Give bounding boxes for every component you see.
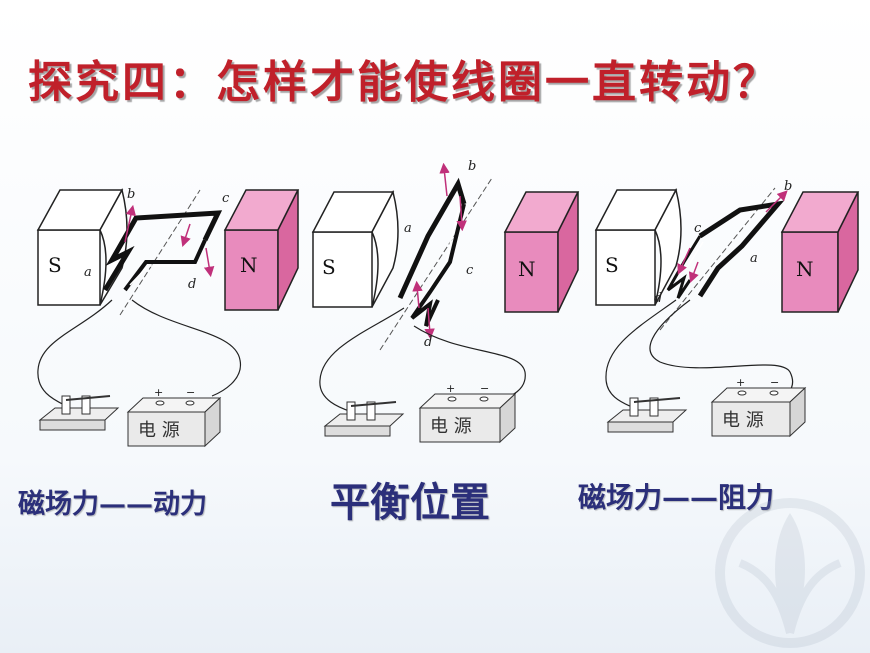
coil-label-d-3: d: [654, 291, 662, 306]
power-supply-2: + − 电 源: [418, 382, 517, 444]
plus-label-2: +: [446, 382, 455, 395]
pole-s-label-3: S: [605, 253, 619, 277]
pole-n-label-3: N: [796, 257, 814, 281]
coil-label-c-3: c: [694, 221, 702, 236]
pole-n-label-2: N: [518, 257, 536, 281]
switch-3: [606, 397, 688, 433]
switch-1: [38, 395, 120, 431]
caption-equilibrium: 平衡位置: [330, 479, 490, 526]
power-label-3: 电 源: [722, 410, 764, 431]
power-supply-1: + − 电 源: [126, 386, 222, 448]
caption-driving-force: 磁场力——动力: [18, 489, 207, 520]
pole-s-label-2: S: [322, 255, 336, 279]
switch-2: [323, 401, 405, 437]
coil-label-b-1: b: [127, 187, 135, 202]
coil-label-d-1: d: [188, 277, 196, 292]
panel-resisting-force: S N a b c d: [594, 179, 860, 438]
coil-label-b-3: b: [784, 179, 792, 194]
panel-driving-force: S N a b c d: [36, 187, 300, 448]
watermark-emblem-icon: [715, 498, 865, 648]
coil-label-a-1: a: [84, 265, 92, 280]
magnet-s-1: S: [36, 187, 128, 306]
coil-1: [102, 210, 223, 292]
magnet-n-2: N: [503, 191, 580, 313]
coil-label-d-2: d: [424, 335, 432, 350]
power-label-1: 电 源: [138, 420, 180, 441]
minus-label-3: −: [770, 376, 779, 389]
minus-label-1: −: [186, 386, 195, 399]
panel-equilibrium: S N a b c d: [311, 159, 580, 444]
slide-title: 探究四：怎样才能使线圈一直转动？: [28, 57, 780, 108]
magnet-n-3: N: [780, 191, 860, 313]
coil-label-a-2: a: [404, 221, 412, 236]
pole-n-label-1: N: [240, 253, 258, 277]
coil-label-a-3: a: [750, 251, 758, 266]
minus-label-2: −: [480, 382, 489, 395]
power-label-2: 电 源: [430, 416, 472, 437]
plus-label-1: +: [154, 386, 163, 399]
pole-s-label-1: S: [48, 253, 62, 277]
plus-label-3: +: [736, 376, 745, 389]
coil-label-c-1: c: [222, 191, 230, 206]
magnet-n-1: N: [223, 189, 300, 311]
caption-resisting-force: 磁场力——阻力: [578, 481, 775, 514]
coil-label-b-2: b: [468, 159, 476, 174]
magnet-s-3: S: [594, 187, 682, 306]
magnet-s-2: S: [311, 189, 399, 308]
coil-3: [666, 200, 785, 299]
coil-2: [397, 177, 467, 327]
power-supply-3: + − 电 源: [710, 376, 807, 438]
coil-label-c-2: c: [466, 263, 474, 278]
